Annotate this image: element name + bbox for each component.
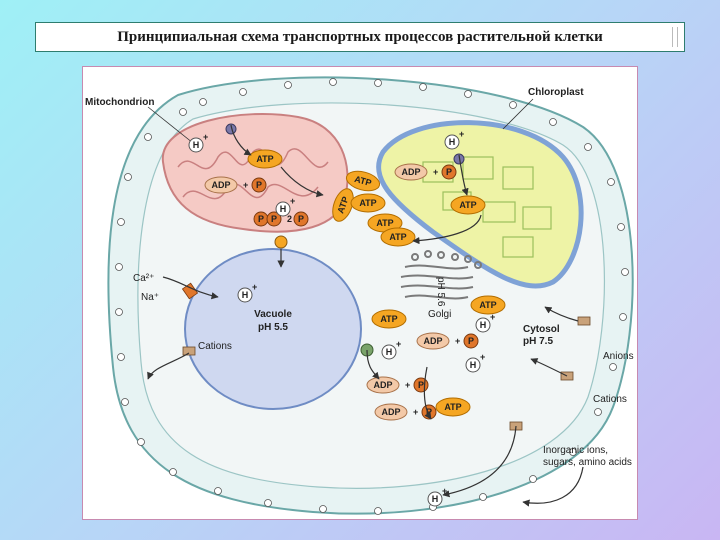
atp-label: ATP bbox=[444, 402, 461, 412]
svg-text:P: P bbox=[271, 214, 277, 224]
chloroplast-label: Chloroplast bbox=[528, 87, 584, 98]
atp-label: ATP bbox=[459, 200, 476, 210]
vacuole-ph-label: pH 5.5 bbox=[258, 322, 288, 333]
atp-label: ATP bbox=[359, 198, 376, 208]
transport-arrows bbox=[147, 124, 584, 507]
svg-text:P: P bbox=[468, 336, 474, 346]
anions-label: Anions bbox=[603, 351, 634, 362]
cell-diagram-svg: Vacuole pH 5.5 Golgi pH 5.6 Mitochondrio… bbox=[85, 76, 634, 515]
svg-text:ADP: ADP bbox=[211, 180, 230, 190]
atp-label: ATP bbox=[376, 218, 393, 228]
sodium-ion-label: Na⁺ bbox=[141, 292, 159, 303]
svg-text:H: H bbox=[193, 140, 200, 150]
svg-text:P: P bbox=[446, 167, 452, 177]
svg-text:+: + bbox=[455, 336, 460, 346]
svg-text:ADP: ADP bbox=[373, 380, 392, 390]
svg-text:H: H bbox=[280, 204, 287, 214]
cytosol-ph-label: pH 7.5 bbox=[523, 336, 553, 347]
vacuole-label: Vacuole bbox=[254, 309, 292, 320]
atp-molecules: ATP ATP ATP ATP ATP ATP ATP ATP ATP ATP bbox=[247, 149, 506, 417]
atp-label: ATP bbox=[479, 300, 496, 310]
atp-label: ATP bbox=[389, 232, 406, 242]
cations-right-label: Cations bbox=[593, 394, 627, 405]
svg-text:+: + bbox=[252, 282, 257, 292]
svg-text:H: H bbox=[470, 360, 477, 370]
svg-text:ADP: ADP bbox=[381, 407, 400, 417]
svg-text:+: + bbox=[405, 380, 410, 390]
inorganic-ions-label-2: sugars, amino acids bbox=[543, 457, 632, 468]
svg-text:P: P bbox=[258, 214, 264, 224]
atp-label: ATP bbox=[380, 314, 397, 324]
svg-text:+: + bbox=[433, 167, 438, 177]
cell-diagram-figure: Vacuole pH 5.5 Golgi pH 5.6 Mitochondrio… bbox=[82, 66, 638, 520]
svg-text:+: + bbox=[243, 180, 248, 190]
svg-text:P: P bbox=[298, 214, 304, 224]
mitochondrion-label: Mitochondrion bbox=[85, 97, 154, 108]
atp-label: ATP bbox=[353, 174, 372, 188]
golgi-label: Golgi bbox=[428, 309, 451, 320]
cytosol-label: Cytosol bbox=[523, 324, 560, 335]
svg-text:ADP: ADP bbox=[401, 167, 420, 177]
proton-markers: H + H + H + H + H + H + H + H + bbox=[188, 129, 495, 507]
svg-text:+: + bbox=[413, 407, 418, 417]
svg-text:+: + bbox=[480, 352, 485, 362]
svg-text:H: H bbox=[386, 347, 393, 357]
inorganic-ions-label-1: Inorganic ions, bbox=[543, 445, 608, 456]
svg-text:H: H bbox=[449, 137, 456, 147]
svg-text:+: + bbox=[490, 312, 495, 322]
golgi-apparatus bbox=[400, 250, 482, 300]
svg-text:2: 2 bbox=[287, 214, 292, 224]
svg-text:+: + bbox=[459, 129, 464, 139]
svg-text:H: H bbox=[480, 320, 487, 330]
golgi-ph-label: pH 5.6 bbox=[435, 277, 446, 307]
transporters bbox=[181, 123, 591, 431]
svg-text:P: P bbox=[256, 180, 262, 190]
atp-label: ATP bbox=[256, 154, 273, 164]
calcium-ion-label: Ca²⁺ bbox=[133, 273, 154, 284]
svg-text:H: H bbox=[242, 290, 249, 300]
vacuole bbox=[184, 248, 362, 410]
slide-title-bar: Принципиальная схема транспортных процес… bbox=[35, 22, 685, 52]
slide-title: Принципиальная схема транспортных процес… bbox=[117, 28, 603, 45]
cell-wall-markers bbox=[115, 78, 629, 515]
svg-text:+: + bbox=[203, 132, 208, 142]
svg-text:P: P bbox=[418, 380, 424, 390]
svg-text:H: H bbox=[432, 494, 439, 504]
svg-text:+: + bbox=[396, 339, 401, 349]
svg-text:+: + bbox=[290, 196, 295, 206]
cations-left-label: Cations bbox=[198, 341, 232, 352]
svg-text:ADP: ADP bbox=[423, 336, 442, 346]
